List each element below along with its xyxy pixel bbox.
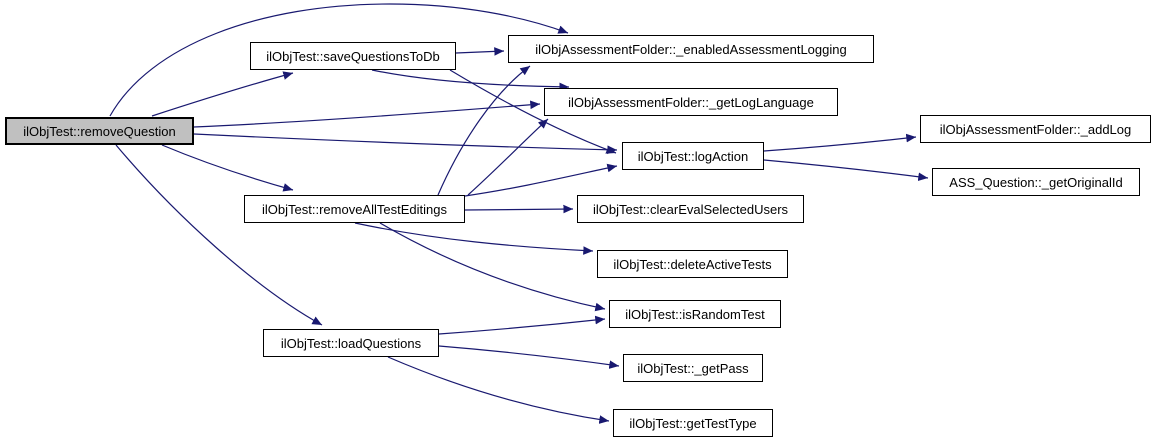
node-logAction[interactable]: ilObjTest::logAction (622, 142, 764, 170)
node-label: ASS_Question::_getOriginalId (949, 174, 1123, 190)
node-removeQuestion: ilObjTest::removeQuestion (5, 117, 194, 145)
node-label: ilObjTest::getTestType (629, 415, 757, 431)
call-edge-saveQuestionsToDb-to-logAction (449, 69, 617, 154)
node-label: ilObjTest::deleteActiveTests (613, 256, 772, 272)
node-getPass[interactable]: ilObjTest::_getPass (623, 354, 763, 382)
call-edge-removeAllTestEditings-to-enabledAssessmentLogging (437, 65, 531, 196)
node-label: ilObjTest::saveQuestionsToDb (266, 48, 440, 64)
node-label: ilObjTest::removeAllTestEditings (262, 201, 447, 217)
node-addLog[interactable]: ilObjAssessmentFolder::_addLog (920, 115, 1151, 143)
node-saveQuestionsToDb[interactable]: ilObjTest::saveQuestionsToDb (250, 42, 456, 70)
call-edge-removeAllTestEditings-to-logAction (464, 163, 618, 197)
node-loadQuestions[interactable]: ilObjTest::loadQuestions (263, 329, 439, 357)
node-enabledAssessmentLogging[interactable]: ilObjAssessmentFolder::_enabledAssessmen… (508, 35, 874, 63)
node-getLogLanguage[interactable]: ilObjAssessmentFolder::_getLogLanguage (544, 88, 838, 116)
node-isRandomTest[interactable]: ilObjTest::isRandomTest (609, 300, 781, 328)
call-edge-logAction-to-addLog (763, 133, 917, 152)
call-edge-removeQuestion-to-removeAllTestEditings (161, 144, 294, 192)
node-label: ilObjTest::isRandomTest (625, 306, 765, 322)
node-getOriginalId[interactable]: ASS_Question::_getOriginalId (932, 168, 1140, 196)
node-label: ilObjTest::logAction (637, 148, 749, 164)
call-edge-removeAllTestEditings-to-getLogLanguage (467, 118, 549, 196)
call-edge-saveQuestionsToDb-to-getLogLanguage (371, 69, 570, 92)
node-removeAllTestEditings[interactable]: ilObjTest::removeAllTestEditings (244, 195, 465, 223)
node-label: ilObjTest::loadQuestions (280, 335, 422, 351)
call-edge-removeQuestion-to-logAction (193, 133, 618, 155)
call-edge-loadQuestions-to-isRandomTest (438, 315, 606, 335)
node-label: ilObjAssessmentFolder::_enabledAssessmen… (535, 41, 847, 57)
call-edge-removeQuestion-to-enabledAssessmentLogging (109, 3, 569, 117)
node-label: ilObjTest::removeQuestion (23, 123, 176, 139)
node-label: ilObjTest::clearEvalSelectedUsers (592, 201, 789, 217)
node-label: ilObjTest::_getPass (637, 360, 749, 376)
node-label: ilObjAssessmentFolder::_addLog (939, 121, 1132, 137)
call-edge-saveQuestionsToDb-to-enabledAssessmentLogging (455, 47, 505, 56)
call-edge-logAction-to-getOriginalId (763, 159, 929, 182)
call-edge-loadQuestions-to-getPass (438, 345, 620, 369)
node-getTestType[interactable]: ilObjTest::getTestType (613, 409, 773, 437)
call-edge-removeQuestion-to-saveQuestionsToDb (151, 71, 294, 117)
node-deleteActiveTests[interactable]: ilObjTest::deleteActiveTests (597, 250, 788, 278)
node-label: ilObjAssessmentFolder::_getLogLanguage (568, 94, 814, 110)
call-edge-removeAllTestEditings-to-isRandomTest (379, 222, 606, 312)
node-clearEvalSelectedUsers[interactable]: ilObjTest::clearEvalSelectedUsers (577, 195, 804, 223)
call-edge-removeQuestion-to-loadQuestions (115, 144, 323, 326)
call-edge-loadQuestions-to-getTestType (387, 356, 610, 424)
call-edge-removeAllTestEditings-to-deleteActiveTests (354, 222, 594, 255)
call-edge-removeAllTestEditings-to-clearEvalSelectedUsers (464, 204, 574, 214)
call-edge-removeQuestion-to-getLogLanguage (193, 100, 541, 128)
